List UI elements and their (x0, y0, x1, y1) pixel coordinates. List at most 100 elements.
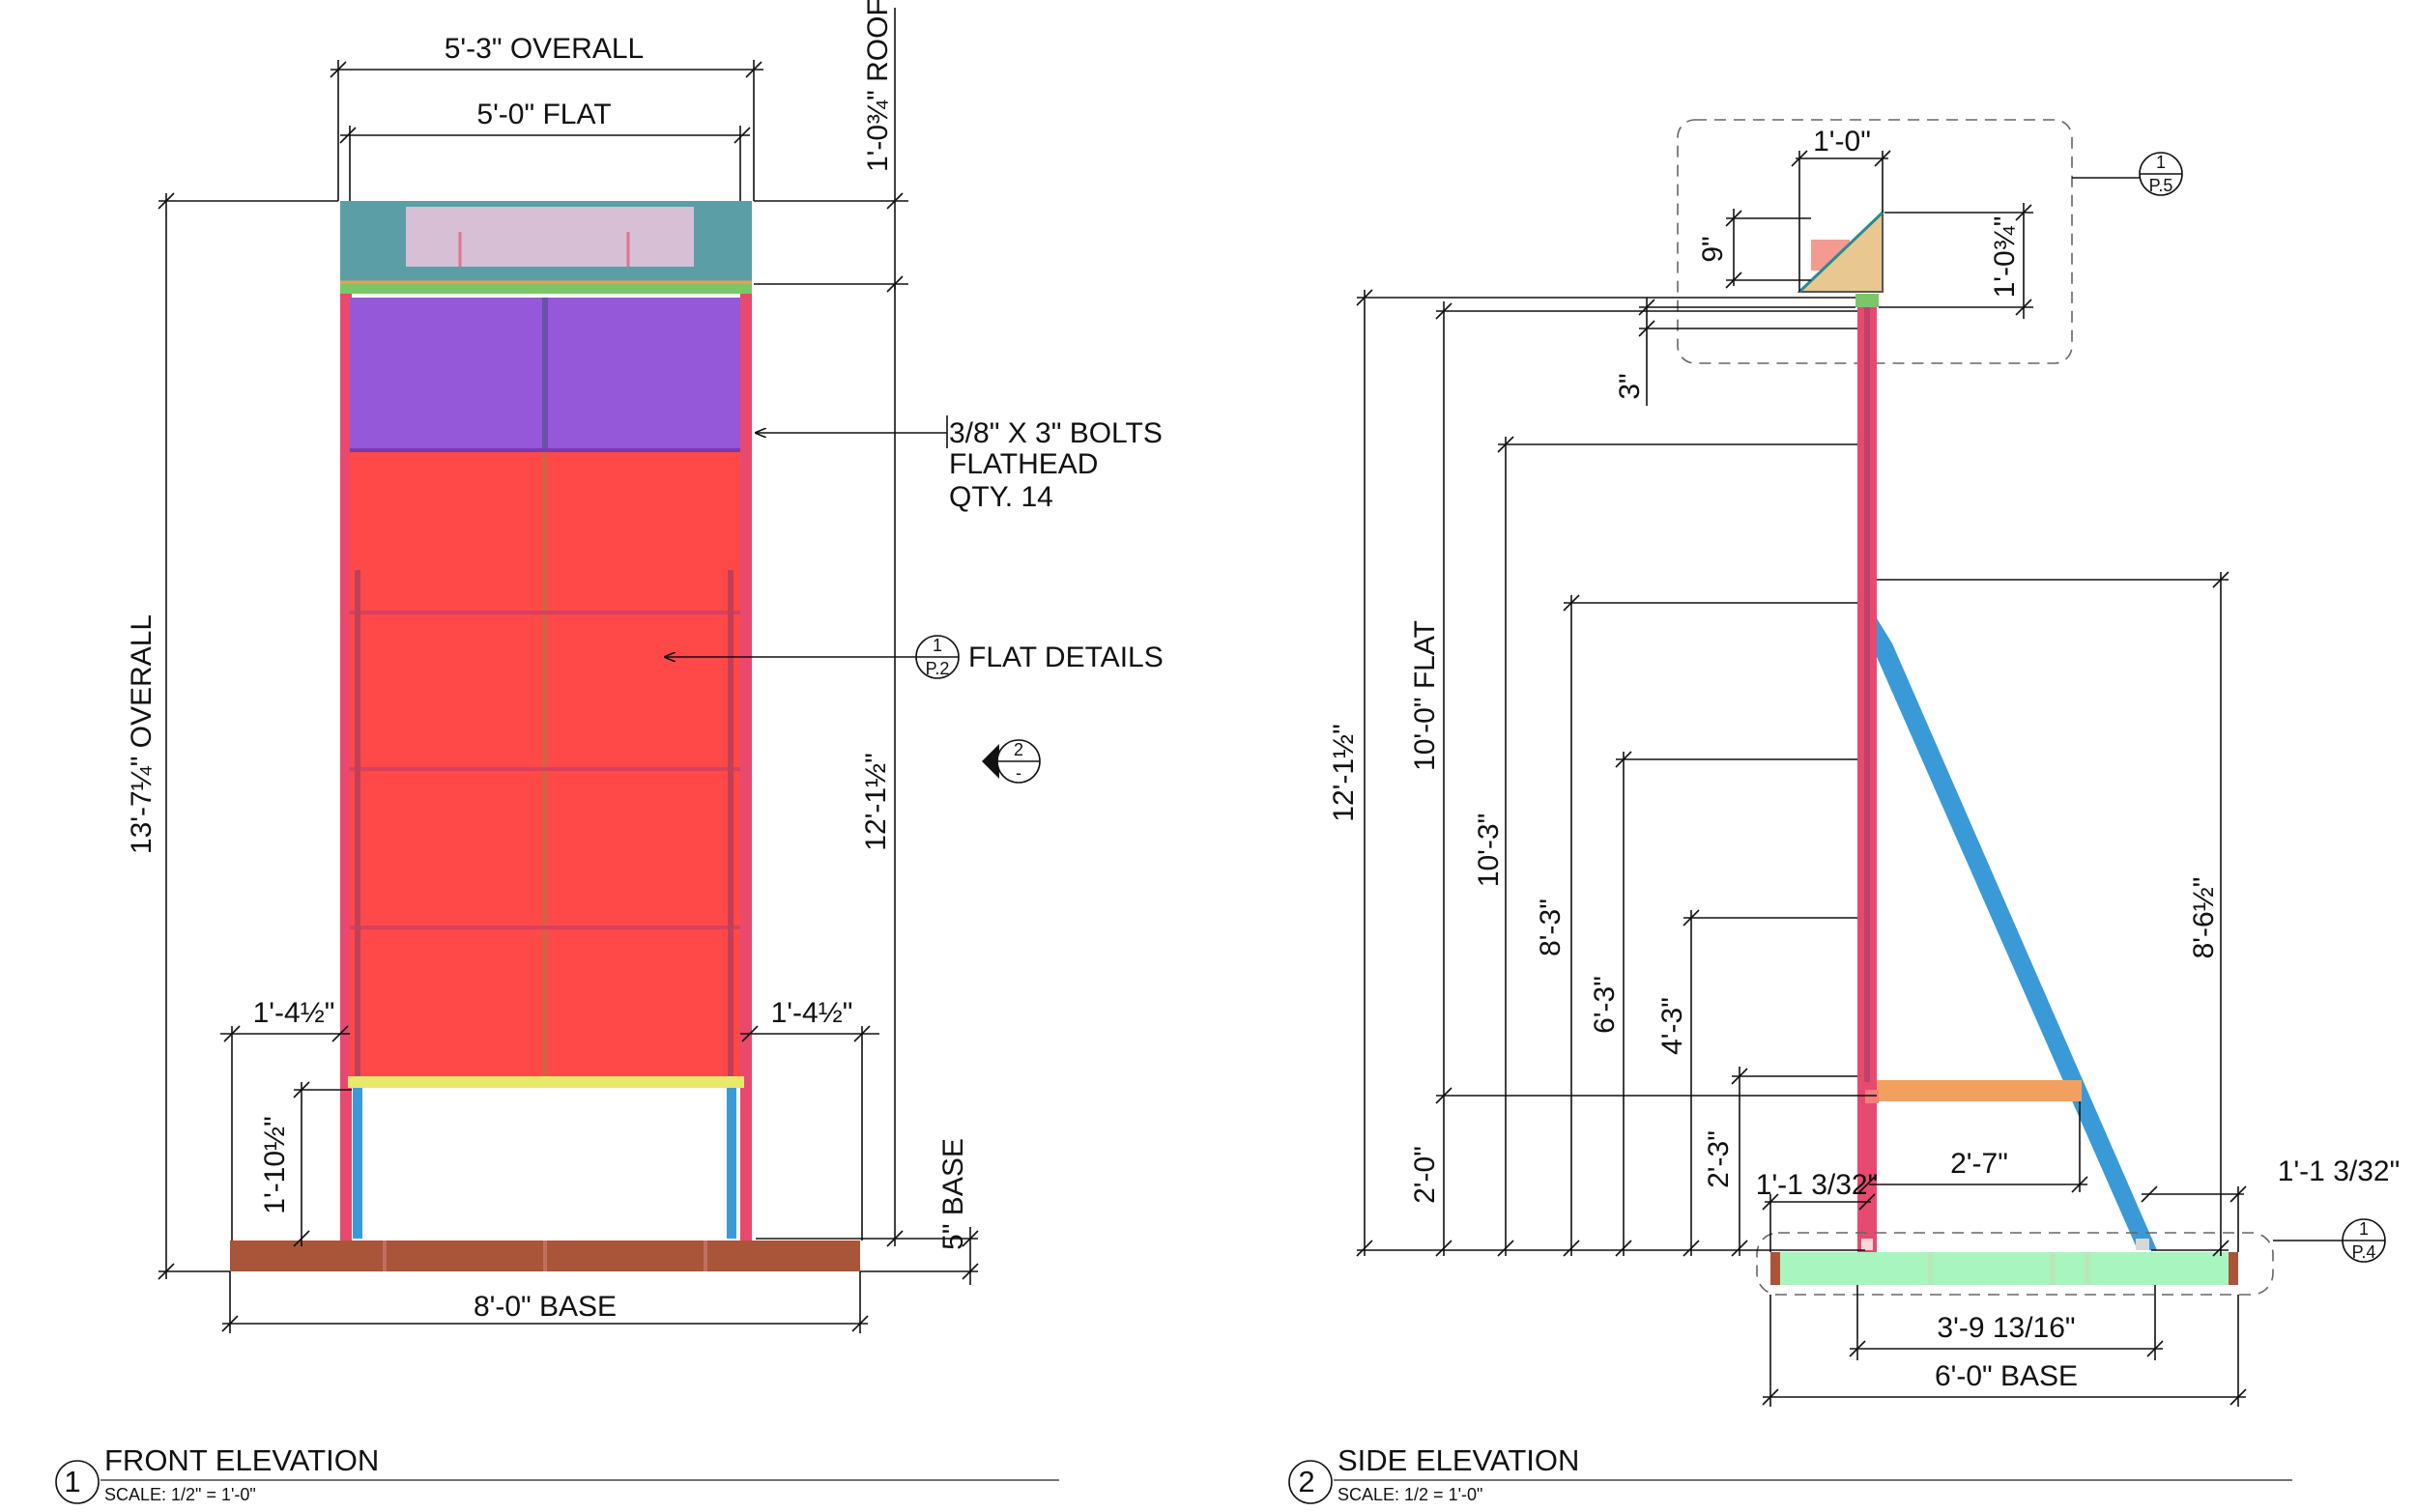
side-dim-tick (2071, 1176, 2088, 1193)
front-dim-tick (886, 192, 904, 210)
side-upright-foot (1861, 1239, 1873, 1250)
side-dim-tick (1615, 1240, 1632, 1257)
front-frame-left-stile (340, 294, 352, 1241)
side-dim-tick (2229, 1388, 2247, 1406)
front-title-bubble (55, 1460, 100, 1504)
side-dim-tick (1858, 1193, 1876, 1211)
side-base-detail-tag-sheet: P.4 (2352, 1242, 2376, 1262)
front-dim-tick (293, 1081, 310, 1098)
front-dim-overall-width-label: 5'-3" OVERALL (445, 33, 644, 65)
side-dim-tick (1563, 1240, 1580, 1257)
section-marker-number: 2 (1014, 740, 1023, 759)
front-dim-leg-height-label: 1'-10½" (259, 1116, 291, 1213)
side-title-number: 2 (1298, 1465, 1314, 1498)
bolts-note-line3: QTY. 14 (949, 481, 1053, 513)
front-leg-left (353, 1088, 362, 1239)
front-dim-tick (331, 1025, 349, 1042)
front-dim-tick (886, 1230, 904, 1247)
side-title-scale: SCALE: 1/2 = 1'-0" (1337, 1485, 1482, 1504)
front-dim-tick (158, 1263, 175, 1280)
front-dim-roof-label: 1'-0¾" ROOF (862, 0, 894, 172)
side-dim-tick (2146, 1340, 2164, 1357)
side-title-bubble (1288, 1460, 1333, 1504)
side-dim-tick (1725, 271, 1742, 289)
side-roof-detail-tag-number: 1 (2156, 153, 2166, 172)
front-dim-tick (221, 1315, 239, 1332)
front-title-number: 1 (64, 1465, 80, 1498)
side-dim-roof-width-label: 1'-0" (1813, 126, 1871, 157)
side-base (1770, 1252, 2232, 1285)
side-dim-tick (2015, 204, 2032, 221)
side-dim-flat-label: 10'-0" FLAT (1409, 620, 1441, 771)
side-dim-tick (1683, 1240, 1700, 1257)
front-dim-tick (158, 192, 175, 210)
side-dim-tick (1563, 594, 1580, 612)
front-dim-right-offset-label: 1'-4½" (771, 997, 853, 1029)
front-dim-base-width-label: 8'-0" BASE (474, 1291, 617, 1323)
bolts-note-line2: FLATHEAD (949, 448, 1098, 480)
side-dim-tick (1791, 150, 1808, 167)
side-dim-2-0-label: 2'-0" (1409, 1146, 1441, 1204)
front-roof-green-plate (340, 282, 752, 294)
side-dim-tick (1731, 1240, 1748, 1257)
side-dim-tick (1356, 289, 1373, 306)
side-dim-tick (1762, 1388, 1779, 1406)
front-dim-tick (330, 61, 347, 78)
side-dim-right-label: 1'-1 3/32" (2278, 1155, 2400, 1187)
side-brace-foot (2136, 1239, 2149, 1250)
front-elevation: 5'-3" OVERALL 5'-0" FLAT 1'-0¾" ROOF 12'… (55, 0, 1164, 1504)
side-dim-tick (1435, 302, 1452, 320)
side-dim-8-3-label: 8'-3" (1535, 899, 1567, 956)
side-orange-rail (1877, 1080, 2082, 1101)
side-dim-10-3-label: 10'-3" (1473, 813, 1505, 887)
side-dim-tick (2212, 1240, 2229, 1257)
side-base-detail-box (1756, 1232, 2274, 1296)
flat-details-note: FLAT DETAILS (968, 642, 1164, 673)
front-dim-tick (741, 1025, 759, 1042)
front-dim-base-height-label: 5" BASE (937, 1138, 969, 1250)
side-base-end-right (2229, 1252, 2238, 1285)
front-dim-tick (962, 1230, 979, 1247)
side-title-name: SIDE ELEVATION (1337, 1443, 1579, 1477)
side-dim-rail-label: 2'-7" (1950, 1148, 2008, 1180)
side-dim-tick (1725, 210, 1742, 227)
side-base-detail-tag-number: 1 (2359, 1219, 2369, 1239)
side-dim-left-label: 1'-1 3/32" (1756, 1169, 1878, 1201)
front-title-scale: SCALE: 1/2" = 1'-0" (104, 1485, 256, 1504)
side-dim-tick (1497, 1240, 1514, 1257)
front-roof-panel (406, 207, 694, 267)
front-dim-flat-width-label: 5'-0" FLAT (476, 99, 611, 130)
side-dim-tick (1731, 1068, 1748, 1085)
side-dim-tick (2229, 1185, 2247, 1203)
side-roof-green-plate (1855, 294, 1879, 307)
side-dim-tick (1858, 1176, 1876, 1193)
side-dim-roof-9-label: 9" (1697, 236, 1729, 262)
side-diagonal-brace (1877, 618, 2157, 1250)
side-dim-tick (1638, 320, 1655, 337)
front-yellow-plate (348, 1076, 744, 1088)
side-dim-tick (1762, 1193, 1779, 1211)
flat-details-tag-sheet: P.2 (926, 659, 950, 678)
section-marker-arrow (982, 744, 999, 779)
front-title-name: FRONT ELEVATION (104, 1443, 379, 1477)
front-dim-tick (962, 1263, 979, 1280)
side-dim-12-label: 12'-1½" (1328, 724, 1360, 821)
side-dim-tick (1683, 909, 1700, 927)
front-leg-right (727, 1088, 736, 1239)
front-dim-tick (733, 127, 751, 144)
flat-details-tag-number: 1 (933, 636, 942, 655)
front-dim-tick (339, 127, 357, 144)
front-dim-overall-height-label: 13'-7¼" OVERALL (126, 614, 158, 854)
side-dim-tick (2141, 1185, 2158, 1203)
side-dim-tick (1435, 1240, 1452, 1257)
front-dim-tick (745, 61, 762, 78)
front-dim-tick (293, 1230, 310, 1247)
side-dim-tick (2212, 571, 2229, 588)
side-dim-brace-base-label: 3'-9 13/16" (1937, 1312, 2075, 1344)
side-dim-tick (1874, 150, 1891, 167)
side-dim-tick (1638, 299, 1655, 316)
side-dim-roof-height-label: 1'-0¾" (1989, 216, 2021, 299)
side-dim-tick (2015, 299, 2032, 316)
side-dim-base-width-label: 6'-0" BASE (1935, 1360, 2078, 1392)
side-rail-pad (1865, 1090, 1879, 1103)
